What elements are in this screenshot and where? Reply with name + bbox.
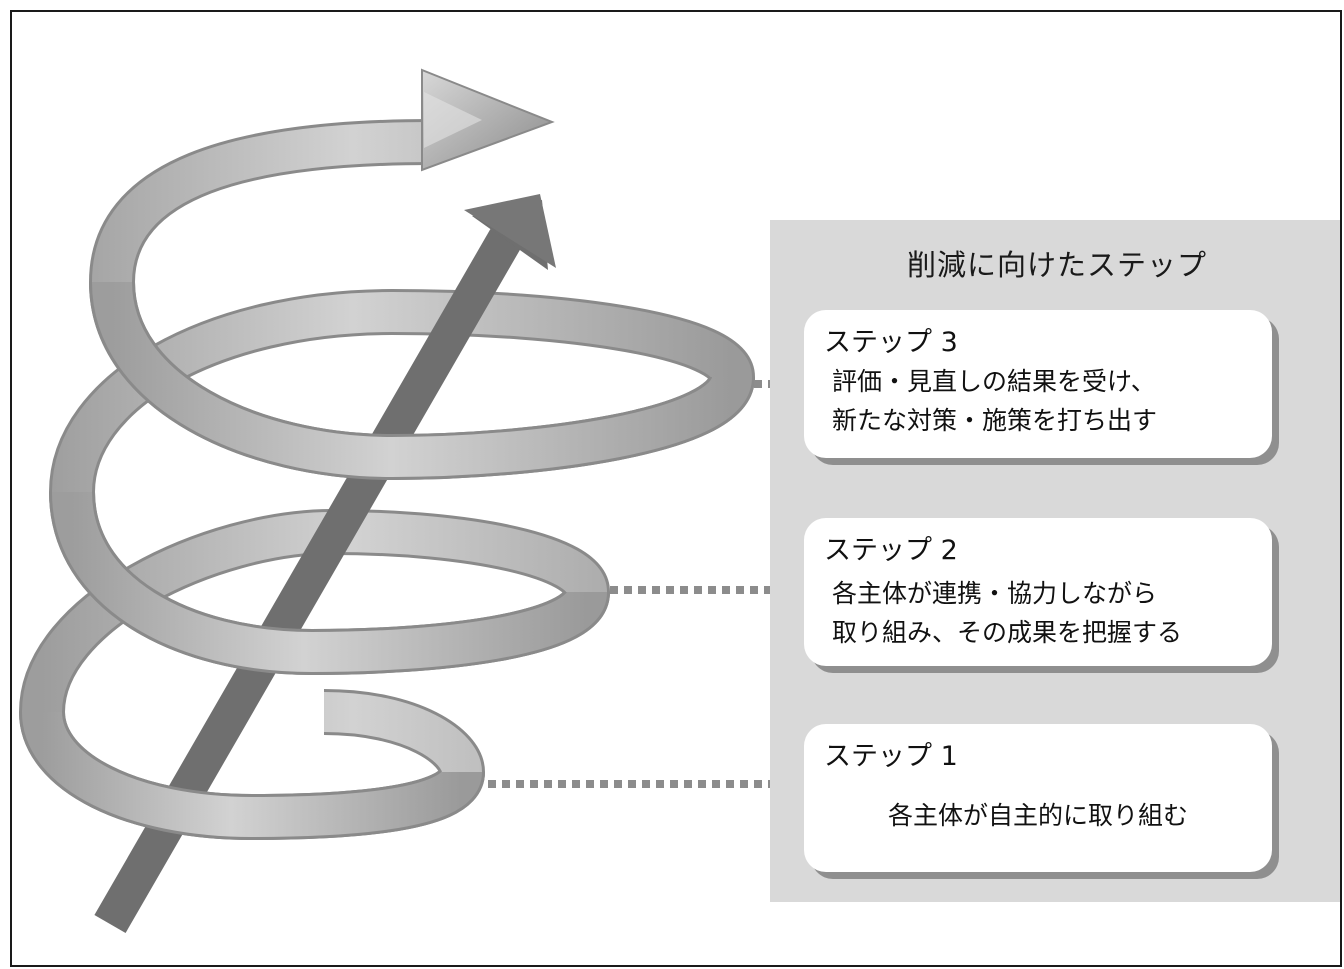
ribbon-arrow-head [421,68,555,172]
step-card-3: ステップ 3 評価・見直しの結果を受け、 新たな対策・施策を打ち出す [804,310,1272,458]
step-card-1: ステップ 1 各主体が自主的に取り組む [804,724,1272,872]
step-description: 各主体が自主的に取り組む [887,801,1188,830]
step-title: ステップ 1 [824,741,958,772]
step-title: ステップ 2 [824,535,958,566]
panel-title: 削減に向けたステップ [906,248,1207,282]
step-title: ステップ 3 [824,327,958,358]
step-description: 各主体が連携・協力しながら 取り組み、その成果を把握する [832,579,1183,647]
connector-lines [488,380,802,788]
spiral-ribbon-front [19,280,755,841]
spiral-diagram [18,68,802,933]
steps-panel: 削減に向けたステップ ステップ 3 評価・見直しの結果を受け、 新たな対策・施策… [770,220,1340,902]
step-card-2: ステップ 2 各主体が連携・協力しながら 取り組み、その成果を把握する [804,518,1272,666]
diagram-frame: 削減に向けたステップ ステップ 3 評価・見直しの結果を受け、 新たな対策・施策… [10,10,1342,967]
step-description: 評価・見直しの結果を受け、 新たな対策・施策を打ち出す [832,367,1158,435]
